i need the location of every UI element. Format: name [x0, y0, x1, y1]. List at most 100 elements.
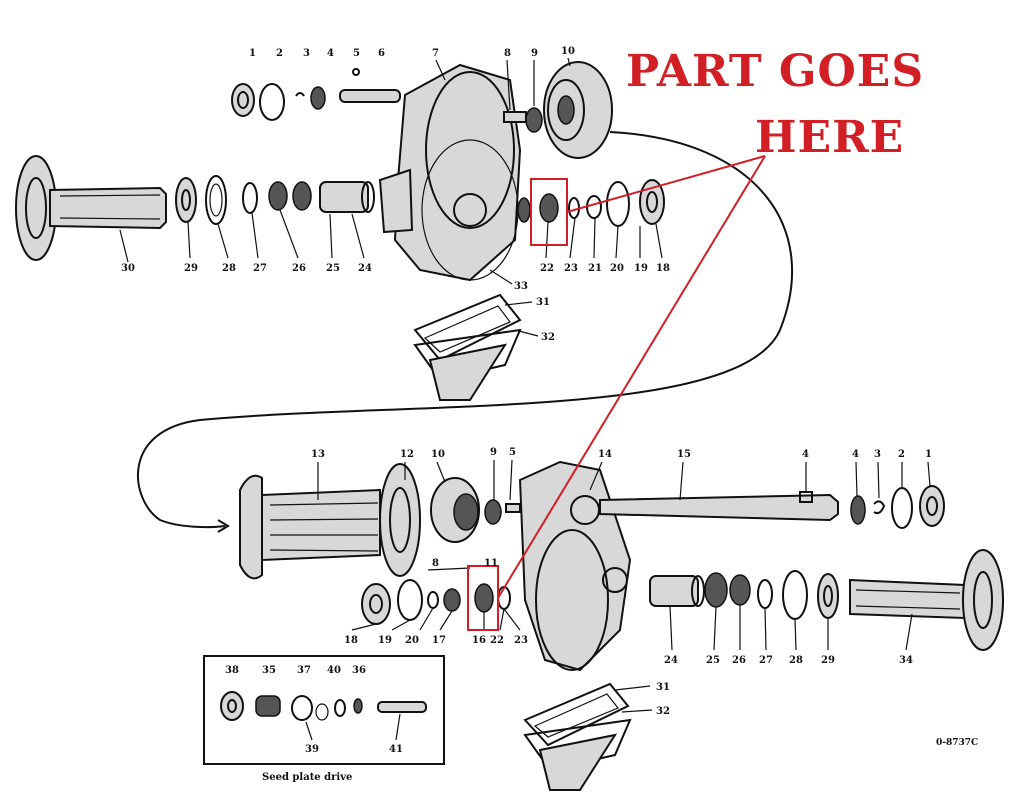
part-number: 33 [514, 281, 528, 292]
part-number: 17 [432, 635, 446, 646]
lower-cross-shaft [599, 491, 839, 522]
lower-cover-plate [523, 682, 632, 791]
callout-text-line-2: HERE [755, 112, 905, 163]
part-number: 27 [253, 263, 267, 274]
part-number: 19 [378, 635, 392, 646]
part-number: 23 [514, 635, 528, 646]
part-number: 12 [400, 449, 414, 460]
inset-frame [203, 655, 445, 765]
part-number: 4 [802, 449, 809, 460]
part-number: 24 [664, 655, 678, 666]
part-number: 5 [353, 48, 360, 59]
part-number: 9 [490, 447, 497, 458]
part-number: 34 [899, 655, 913, 666]
part-number: 18 [656, 263, 670, 274]
part-number: 21 [588, 263, 602, 274]
part-number: 3 [874, 449, 881, 460]
lower-gear-housing [518, 460, 632, 672]
part-number: 41 [389, 744, 403, 755]
part-number: 8 [504, 48, 511, 59]
part-number: 25 [326, 263, 340, 274]
lower-right-bearings [649, 570, 839, 620]
part-number: 16 [472, 635, 486, 646]
lower-flange [379, 463, 421, 577]
lower-axle-shaft [849, 549, 1004, 651]
part-number: 35 [262, 665, 276, 676]
part-number: 14 [598, 449, 612, 460]
part-number: 23 [564, 263, 578, 274]
part-number: 22 [490, 635, 504, 646]
part-number: 4 [327, 48, 334, 59]
part-number: 2 [276, 48, 283, 59]
part-number: 5 [509, 447, 516, 458]
inset-caption: Seed plate drive [262, 772, 353, 783]
assembly-connector-line [136, 131, 794, 529]
part-number: 10 [431, 449, 445, 460]
lower-left-bearings [361, 567, 511, 625]
part-number: 39 [305, 744, 319, 755]
inset-part-numbers: 38 35 37 40 36 39 41 [225, 665, 403, 755]
part-number: 25 [706, 655, 720, 666]
lower-gear [430, 477, 521, 543]
lower-part-numbers: 13 12 10 9 5 14 15 4 4 3 2 1 8 11 18 19 … [311, 447, 932, 717]
part-number: 20 [405, 635, 419, 646]
connector-arrowhead [217, 519, 230, 533]
part-number: 31 [536, 297, 550, 308]
callout-text-line-1: PART GOES [626, 46, 925, 97]
part-number: 10 [561, 46, 575, 57]
part-number: 26 [732, 655, 746, 666]
part-number: 15 [677, 449, 691, 460]
part-number: 18 [344, 635, 358, 646]
part-number: 29 [821, 655, 835, 666]
part-number: 27 [759, 655, 773, 666]
part-number: 30 [121, 263, 135, 274]
upper-right-bearings [517, 179, 665, 227]
upper-cover-plate [413, 293, 522, 401]
upper-assembly [15, 57, 665, 401]
part-number: 31 [656, 682, 670, 693]
upper-top-small-parts [231, 68, 401, 121]
part-number: 13 [311, 449, 325, 460]
part-number: 38 [225, 665, 239, 676]
red-annotation [467, 155, 766, 631]
part-number: 37 [297, 665, 311, 676]
upper-left-seals [175, 175, 375, 225]
upper-drive-gear [503, 61, 613, 159]
part-number: 8 [432, 558, 439, 569]
upper-pointer-line [566, 155, 766, 213]
seed-plate-drive-inset [203, 655, 445, 765]
part-number: 28 [789, 655, 803, 666]
part-number: 1 [925, 449, 932, 460]
upper-part-numbers: 1 2 3 4 5 6 7 8 9 10 30 29 28 27 26 25 2… [121, 46, 670, 343]
part-number: 7 [432, 48, 439, 59]
part-number: 3 [303, 48, 310, 59]
part-number: 2 [898, 449, 905, 460]
part-number: 32 [656, 706, 670, 717]
part-number: 29 [184, 263, 198, 274]
upper-axle-shaft [15, 155, 167, 261]
part-number: 19 [634, 263, 648, 274]
lower-assembly [239, 459, 1004, 791]
part-number: 6 [378, 48, 385, 59]
part-number: 11 [484, 558, 498, 569]
upper-gear-housing [378, 63, 522, 282]
part-number: 9 [531, 48, 538, 59]
lower-leader-lines [317, 459, 931, 713]
lower-axle-tube [239, 474, 381, 580]
drawing-code: 0-8737C [936, 738, 979, 748]
part-number: 36 [352, 665, 366, 676]
lower-right-small-parts [850, 485, 945, 529]
upper-leader-lines [119, 57, 663, 337]
part-number: 32 [541, 332, 555, 343]
part-number: 28 [222, 263, 236, 274]
part-number: 40 [327, 665, 341, 676]
part-number: 20 [610, 263, 624, 274]
part-number: 24 [358, 263, 372, 274]
lower-pointer-line [497, 155, 766, 599]
part-number: 26 [292, 263, 306, 274]
part-number: 1 [249, 48, 256, 59]
part-number: 22 [540, 263, 554, 274]
part-number: 4 [852, 449, 859, 460]
